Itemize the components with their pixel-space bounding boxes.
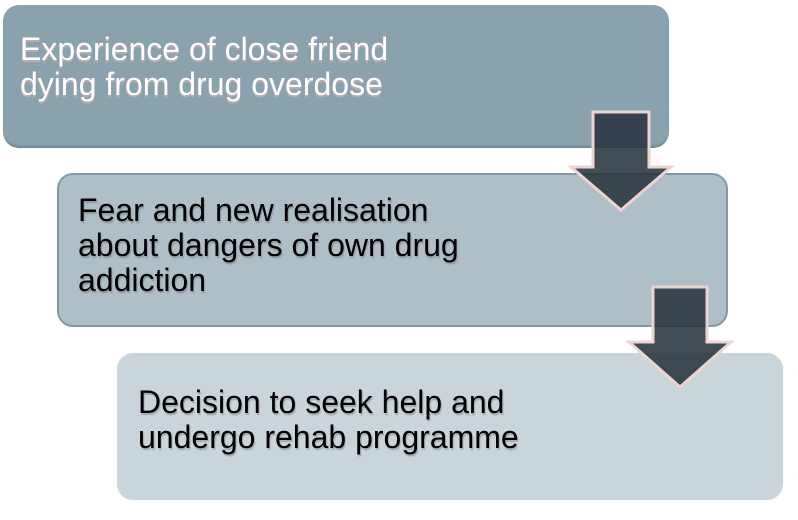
step-box-1: Experience of close friend dying from dr… <box>3 5 669 148</box>
step-box-2: Fear and new realisation about dangers o… <box>57 173 728 327</box>
text-line: dying from drug overdose <box>20 66 383 102</box>
step-1-text: Experience of close friend dying from dr… <box>20 32 388 102</box>
text-line: Experience of close friend <box>20 31 389 67</box>
text-line: Decision to seek help and <box>138 384 505 420</box>
text-line: addiction <box>78 262 207 298</box>
step-3-text: Decision to seek help and undergo rehab … <box>138 385 519 455</box>
step-box-3: Decision to seek help and undergo rehab … <box>117 353 783 500</box>
step-2-text: Fear and new realisation about dangers o… <box>78 193 459 298</box>
text-line: about dangers of own drug <box>78 227 459 263</box>
text-line: undergo rehab programme <box>138 419 519 455</box>
text-line: Fear and new realisation <box>78 192 429 228</box>
